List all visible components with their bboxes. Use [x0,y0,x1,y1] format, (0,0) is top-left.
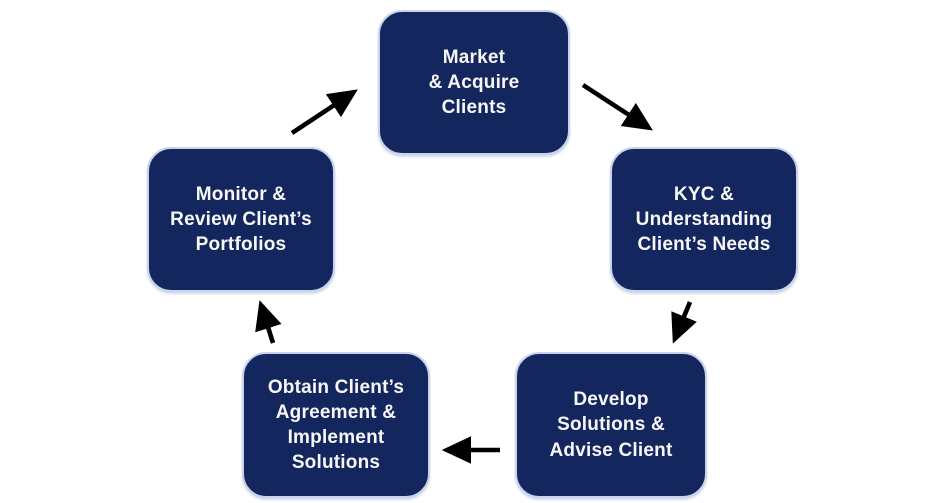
node-market-acquire-clients: Market & Acquire Clients [378,10,570,155]
node-develop-solutions-advise: Develop Solutions & Advise Client [515,352,707,498]
node-label: Monitor & Review Client’s Portfolios [170,183,312,256]
node-label: KYC & Understanding Client’s Needs [635,183,773,256]
node-kyc-understanding-needs: KYC & Understanding Client’s Needs [610,147,798,292]
node-label: Obtain Client’s Agreement & Implement So… [267,376,405,474]
arrow-obtain-to-monitor [255,300,282,344]
node-obtain-agreement-implement: Obtain Client’s Agreement & Implement So… [242,352,430,498]
node-label: Develop Solutions & Advise Client [549,389,673,461]
arrow-monitor-to-market [290,89,358,135]
node-monitor-review-portfolios: Monitor & Review Client’s Portfolios [147,147,335,292]
arrow-market-to-kyc [581,83,653,131]
arrow-kyc-to-develop [671,301,697,344]
node-label: Market & Acquire Clients [428,46,520,119]
